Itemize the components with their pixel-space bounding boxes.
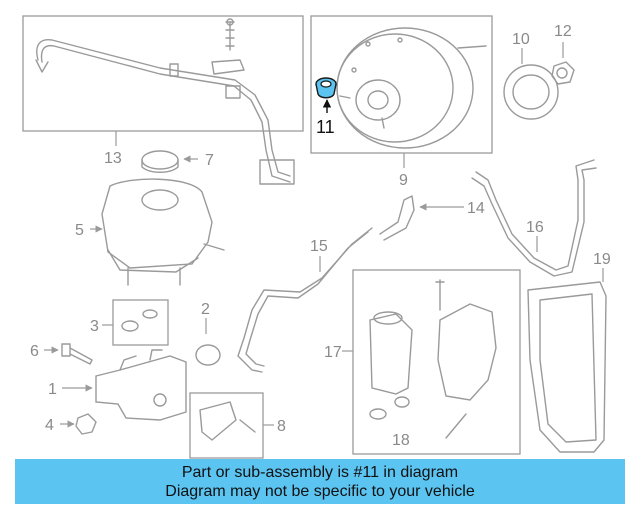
callout-6: 6 bbox=[30, 343, 39, 360]
master-cylinder-1 bbox=[62, 349, 187, 421]
callout-18: 18 bbox=[392, 432, 410, 449]
reservoir-cap-7 bbox=[141, 150, 198, 173]
gasket-10 bbox=[503, 48, 559, 120]
reservoir-5 bbox=[90, 178, 225, 286]
frame-17-abs-unit bbox=[342, 269, 521, 455]
seals-3 bbox=[102, 299, 169, 346]
callout-3: 3 bbox=[90, 318, 99, 335]
grommet-11-highlight bbox=[315, 77, 337, 113]
bolt-6 bbox=[44, 343, 93, 365]
callout-16: 16 bbox=[526, 219, 544, 236]
callout-1: 1 bbox=[48, 381, 57, 398]
brake-line-16 bbox=[471, 159, 597, 277]
banner-line-1: Part or sub-assembly is #11 in diagram bbox=[181, 463, 459, 481]
callout-12: 12 bbox=[554, 23, 572, 40]
callout-8: 8 bbox=[277, 418, 286, 435]
callout-10: 10 bbox=[512, 31, 530, 48]
callout-19: 19 bbox=[593, 251, 611, 268]
callout-4: 4 bbox=[45, 417, 54, 434]
callout-7: 7 bbox=[205, 152, 214, 169]
nut-12 bbox=[551, 42, 575, 85]
nut-4 bbox=[60, 413, 97, 435]
callout-14: 14 bbox=[467, 200, 485, 217]
callout-15: 15 bbox=[310, 238, 328, 255]
bracket-8 bbox=[189, 392, 274, 459]
seal-ring-2 bbox=[195, 318, 221, 366]
info-banner: Part or sub-assembly is #11 in diagram D… bbox=[15, 459, 625, 504]
callout-9: 9 bbox=[399, 172, 408, 189]
heat-shield-19 bbox=[527, 268, 607, 453]
frame-13-brake-line bbox=[22, 15, 304, 185]
brake-line-15 bbox=[237, 227, 373, 373]
callout-11: 11 bbox=[316, 117, 335, 137]
callout-13: 13 bbox=[104, 150, 122, 167]
callout-2: 2 bbox=[201, 301, 210, 318]
callout-17: 17 bbox=[324, 344, 342, 361]
frame-9-brake-booster bbox=[310, 15, 493, 154]
banner-line-2: Diagram may not be specific to your vehi… bbox=[165, 482, 475, 500]
callout-5: 5 bbox=[75, 222, 84, 239]
vacuum-hose-14 bbox=[379, 195, 464, 241]
